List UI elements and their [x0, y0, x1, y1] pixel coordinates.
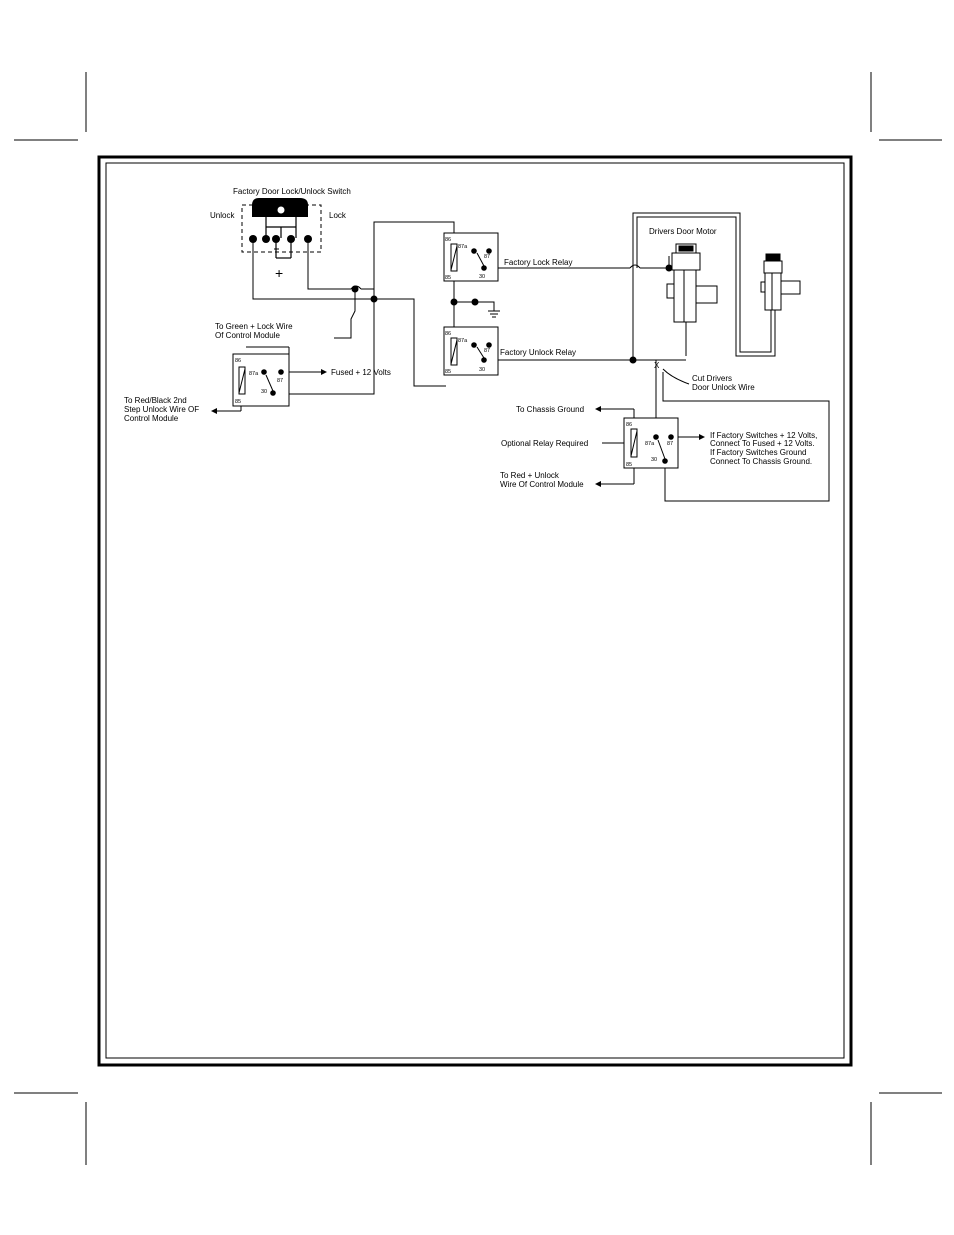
unlock-relay-pin-86: 86 — [445, 331, 451, 337]
lock-relay-pin-30: 30 — [479, 274, 485, 280]
optional-relay: 86 85 87a 87 30 — [623, 417, 679, 469]
lock-relay-pin-86: 86 — [445, 237, 451, 243]
factory-lock-relay-label: Factory Lock Relay — [504, 258, 572, 267]
outer-frame — [97, 155, 853, 1067]
lock-relay-pin-87: 87 — [484, 254, 490, 260]
lock-relay-pin-87a: 87a — [458, 244, 468, 250]
cut-label-2: Door Unlock Wire — [692, 383, 755, 392]
factory-note-1: If Factory Switches + 12 Volts, — [710, 431, 817, 440]
unlock-relay-pin-85: 85 — [445, 369, 451, 375]
factory-unlock-relay-label: Factory Unlock Relay — [500, 348, 576, 357]
lock-relay-pin-85: 85 — [445, 275, 451, 281]
optional-relay-pin-85: 85 — [626, 462, 632, 468]
left-relay-pin-30: 30 — [261, 389, 267, 395]
cut-label-1: Cut Drivers — [692, 374, 732, 383]
wires — [211, 212, 830, 502]
optional-relay-pin-87: 87 — [667, 441, 673, 447]
red-unlock-label-2: Wire Of Control Module — [500, 480, 584, 489]
red-unlock-label-1: To Red + Unlock — [500, 471, 560, 480]
unlock-relay-pin-87a: 87a — [458, 338, 468, 344]
chassis-ground-label: To Chassis Ground — [516, 405, 584, 414]
cut-mark: X — [654, 361, 660, 370]
unlock-relay-pin-30: 30 — [479, 367, 485, 373]
left-relay-pin-87: 87 — [277, 378, 283, 384]
factory-switch: Factory Door Lock/Unlock Switch Unlock L… — [210, 187, 351, 281]
green-lock-label-1: To Green + Lock Wire — [215, 322, 293, 331]
optional-relay-pin-87a: 87a — [645, 441, 655, 447]
optional-relay-pin-30: 30 — [651, 457, 657, 463]
left-relay-pin-87a: 87a — [249, 371, 259, 377]
fused-12v-label: Fused + 12 Volts — [331, 368, 391, 377]
red-black-label-2: Step Unlock Wire OF — [124, 405, 199, 414]
switch-lock-label: Lock — [329, 211, 347, 220]
passenger-door-motor — [760, 253, 801, 311]
cut-pointer — [662, 368, 690, 385]
green-lock-label-2: Of Control Module — [215, 331, 280, 340]
switch-title: Factory Door Lock/Unlock Switch — [233, 187, 351, 196]
factory-note-4: Connect To Chassis Ground. — [710, 457, 812, 466]
factory-note-3: If Factory Switches Ground — [710, 448, 806, 457]
crop-marks — [14, 72, 942, 1165]
optional-relay-pin-86: 86 — [626, 422, 632, 428]
unlock-relay-pin-87: 87 — [484, 348, 490, 354]
drivers-door-motor — [666, 243, 718, 323]
red-black-label-3: Control Module — [124, 414, 179, 423]
ground-symbol — [488, 310, 500, 318]
factory-unlock-relay: 86 85 87a 87 30 — [443, 326, 499, 376]
switch-unlock-label: Unlock — [210, 211, 235, 220]
red-black-label-1: To Red/Black 2nd — [124, 396, 187, 405]
factory-note-2: Connect To Fused + 12 Volts. — [710, 439, 815, 448]
optional-relay-label: Optional Relay Required — [501, 439, 588, 448]
switch-plus-sign: + — [275, 265, 283, 281]
factory-lock-relay: 86 85 87a 87 30 — [443, 232, 499, 282]
junction-dots — [351, 264, 673, 364]
inner-frame — [105, 162, 845, 1059]
left-relay-pin-85: 85 — [235, 399, 241, 405]
left-relay-pin-86: 86 — [235, 358, 241, 364]
second-step-relay: 86 85 87a 87 30 — [232, 346, 290, 407]
drivers-motor-label: Drivers Door Motor — [649, 227, 717, 236]
